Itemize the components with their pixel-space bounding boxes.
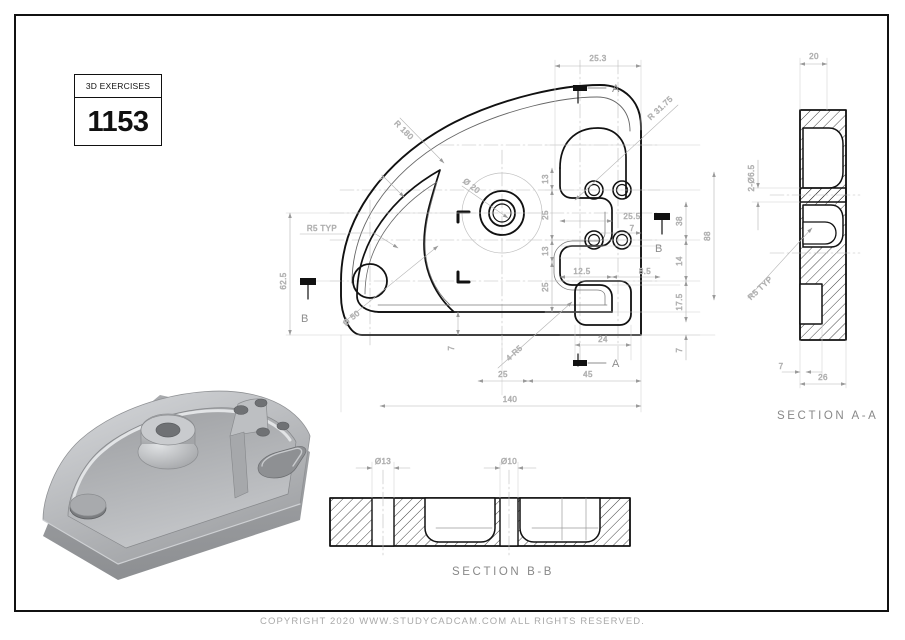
note-r5-typ: R5 TYP — [307, 224, 337, 233]
section-marker-a-bottom: A — [573, 353, 620, 370]
isometric-3d-model — [42, 390, 311, 580]
note-aa-r5-typ: R5 TYP — [746, 275, 774, 302]
dim-aa-26: 26 — [818, 373, 828, 382]
dim-14: 14 — [675, 256, 684, 266]
dim-140: 140 — [503, 395, 518, 404]
dim-88: 88 — [703, 231, 712, 241]
title-block-header: 3D EXERCISES — [75, 75, 161, 98]
dim-r31-75: R 31.75 — [646, 94, 675, 122]
section-label-b-right: B — [655, 243, 662, 255]
dim-bb-dia-13: Ø13 — [375, 457, 391, 466]
section-aa-caption: SECTION A-A — [777, 410, 879, 422]
dim-25-lower: 25 — [541, 282, 550, 292]
section-aa-geometry: 20 2-Ø6.5 R5 TYP 7 26 — [746, 52, 861, 389]
title-block-header-label: 3D EXERCISES — [85, 81, 151, 91]
exercise-number-label: 1153 — [87, 105, 149, 138]
dim-dia-50: Ø 50 — [341, 309, 362, 328]
dim-7-far-right: 7 — [675, 347, 684, 352]
dim-25-3: 25.3 — [589, 54, 606, 63]
title-block-number: 1153 — [75, 98, 161, 146]
dim-38: 38 — [675, 216, 684, 226]
dim-24: 24 — [598, 335, 608, 344]
section-label-b-left: B — [301, 313, 308, 325]
section-label-a-bottom: A — [612, 358, 620, 370]
dim-aa-7: 7 — [779, 362, 784, 371]
dim-13-lower: 13 — [541, 246, 550, 256]
section-bb-caption: SECTION B-B — [452, 566, 555, 578]
dim-7-wall: 7 — [377, 173, 386, 182]
dim-8-5: 8.5 — [639, 267, 651, 276]
section-marker-a-top: A — [573, 83, 620, 104]
dim-25-upper: 25 — [541, 210, 550, 220]
dim-bb-dia-10: Ø10 — [501, 457, 517, 466]
dim-25-5: 25.5 — [623, 212, 640, 221]
front-view-geometry — [329, 59, 661, 361]
sheet-border — [14, 14, 889, 612]
dim-aa-20: 20 — [809, 52, 819, 61]
dim-25-bottom: 25 — [498, 370, 508, 379]
dim-12-5: 12.5 — [573, 267, 590, 276]
note-aa-2-dia-6-5: 2-Ø6.5 — [747, 164, 756, 191]
section-label-a-top: A — [612, 83, 620, 95]
section-marker-b-left: B — [300, 278, 316, 325]
note-4-r5: 4-R5 — [504, 343, 524, 362]
dim-17-5: 17.5 — [675, 293, 684, 310]
dim-7-right: 7 — [630, 224, 635, 233]
dim-13-upper: 13 — [541, 174, 550, 184]
dim-62-5: 62.5 — [279, 272, 288, 289]
copyright-notice: COPYRIGHT 2020 WWW.STUDYCADCAM.COM ALL R… — [260, 616, 645, 627]
section-markers: A A B B — [300, 83, 670, 370]
dim-7-pocket: 7 — [447, 345, 456, 350]
dim-45: 45 — [583, 370, 593, 379]
section-bb-geometry: Ø13 Ø10 — [329, 457, 631, 559]
front-view-dimensions: 62.5 25.3 13 25 13 25 25.5 7 — [279, 54, 716, 413]
section-marker-b-right: B — [654, 213, 670, 255]
title-block: 3D EXERCISES 1153 — [74, 74, 162, 146]
